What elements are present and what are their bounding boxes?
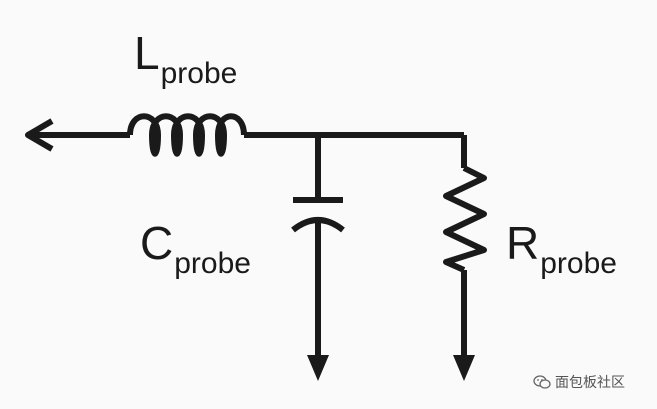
output-arrow	[25, 118, 54, 152]
resistor-ground-arrow	[453, 355, 475, 381]
wechat-icon	[533, 375, 551, 389]
resistor-label: Rprobe	[506, 217, 617, 279]
capacitor-label-sub: probe	[174, 247, 251, 280]
resistor-zigzag	[443, 165, 487, 273]
capacitor-label: Cprobe	[140, 217, 251, 279]
inductor-label-main: L	[134, 27, 160, 79]
watermark: 面包板社区	[533, 372, 625, 392]
capacitor-ground-arrow	[307, 355, 329, 381]
resistor-label-main: R	[506, 217, 540, 269]
inductor-label: Lprobe	[134, 27, 237, 89]
watermark-text: 面包板社区	[555, 375, 625, 391]
capacitor-label-main: C	[140, 217, 174, 269]
inductor-label-sub: probe	[160, 57, 238, 90]
resistor-label-sub: probe	[540, 247, 617, 280]
inductor-coil	[127, 113, 247, 157]
